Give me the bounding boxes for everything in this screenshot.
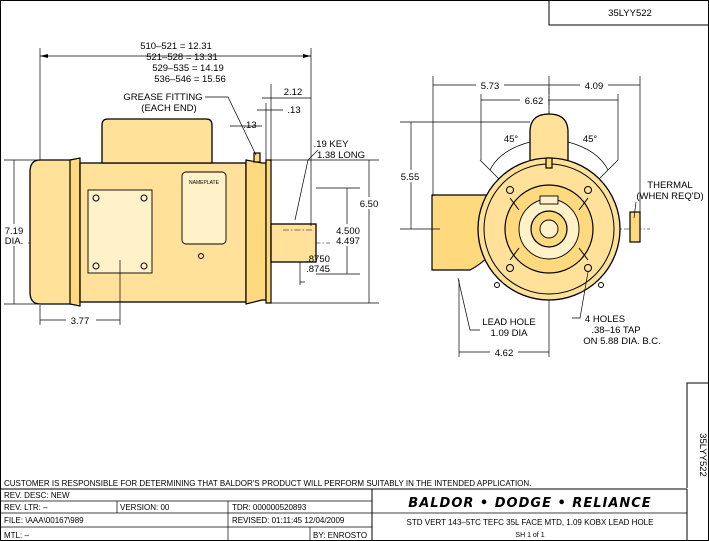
shaft-dia-1: 4.500 <box>336 226 360 237</box>
drawing-number-side-box: 35LYY522 <box>686 382 709 488</box>
drawing-number-side: 35LYY522 <box>697 433 708 477</box>
key-slot <box>539 195 559 205</box>
fan-cover-ring <box>69 157 81 307</box>
plate-screw <box>140 262 148 270</box>
dim-13-left: .13 <box>243 120 256 131</box>
dim-5-55: 5.55 <box>401 172 420 183</box>
lead-hole-label-2: 1.09 DIA <box>491 328 529 339</box>
length-table-3: 529–535 = 14.19 <box>152 63 224 74</box>
dim-2-12: 2.12 <box>284 87 303 98</box>
drawing-number-top: 35LYY522 <box>608 8 652 19</box>
holes-label-2: .38–16 TAP <box>591 325 640 336</box>
rev-ltr: REV. LTR: – <box>4 503 48 512</box>
tap-hole <box>506 264 514 272</box>
revised-date: REVISED: 01:11:45 12/04/2009 <box>232 516 345 525</box>
drawn-by: BY: ENROSTO <box>313 531 367 540</box>
holes-label-1: 4 HOLES <box>585 314 625 325</box>
grease-fitting-label-1: GREASE FITTING <box>123 92 202 103</box>
dim-6-50: 6.50 <box>360 199 379 210</box>
brand-logo: BALDOR • DODGE • RELIANCE <box>408 496 651 511</box>
shaft <box>270 223 317 263</box>
version: VERSION: 00 <box>120 503 170 512</box>
file-path: FILE: \AAA\00167\989 <box>4 516 84 525</box>
grease-leader <box>205 96 257 156</box>
face-bracket <box>245 159 267 305</box>
bracket-ribs <box>509 197 589 261</box>
shaft-fit-2: .8745 <box>306 264 330 275</box>
length-table-4: 536–546 = 15.56 <box>154 74 226 85</box>
dim-4-62: 4.62 <box>495 348 514 359</box>
thermal-label-1: THERMAL <box>647 180 692 191</box>
dim-6-62: 6.62 <box>525 96 544 107</box>
plate-screw <box>92 194 100 202</box>
customer-notice: CUSTOMER IS RESPONSIBLE FOR DETERMINING … <box>4 479 531 488</box>
angle-right: 45° <box>583 134 598 145</box>
angle-left: 45° <box>504 134 519 145</box>
bolt <box>494 282 500 288</box>
tap-hole <box>506 186 514 194</box>
bolt <box>598 282 604 288</box>
side-view: NAMEPLATE 510–521 = 12.31 521–528 = 13.3… <box>2 41 379 327</box>
thermal-label-2: (WHEN REQ'D) <box>636 191 703 202</box>
body-dia-1: 7.19 <box>5 226 24 237</box>
body-dia-2: DIA. <box>5 236 23 247</box>
sheet-number: SH 1 of 1 <box>515 532 544 539</box>
tap-hole <box>584 186 592 194</box>
tdr: TDR: 000000520893 <box>232 503 307 512</box>
key-label-2: 1.38 LONG <box>317 150 365 161</box>
key-leader <box>294 149 319 221</box>
nameplate <box>181 171 227 245</box>
grease-fitting-label-2: (EACH END) <box>141 103 196 114</box>
drawing-number-box: 35LYY522 <box>548 0 709 26</box>
nameplate-label: NAMEPLATE <box>189 180 220 186</box>
length-dimension <box>39 48 312 226</box>
fan-cover <box>29 159 76 305</box>
rev-desc: REV. DESC: NEW <box>4 491 70 500</box>
end-grease-fitting <box>545 157 553 169</box>
title-block: CUSTOMER IS RESPONSIBLE FOR DETERMINING … <box>0 479 688 541</box>
plate-screw <box>92 262 100 270</box>
holes-label-3: ON 5.88 DIA. B.C. <box>583 336 661 347</box>
end-conduit-box <box>529 113 569 173</box>
key-label-1: .19 KEY <box>314 139 350 150</box>
dim-4-09: 4.09 <box>585 81 604 92</box>
tap-hole <box>584 264 592 272</box>
end-view: 45° 45° 5.73 4.09 6.62 5.55 THERMAL (WHE… <box>398 76 704 359</box>
shaft-dia-2: 4.497 <box>336 236 360 247</box>
conduit-box <box>101 118 213 164</box>
shaft-fit-1: .8750 <box>306 254 330 265</box>
lead-hole-label-1: LEAD HOLE <box>482 317 535 328</box>
dim-13-top: .13 <box>287 105 300 116</box>
dim-3-77: 3.77 <box>71 316 90 327</box>
shaft-end <box>539 219 559 239</box>
terminal-plate <box>87 189 153 274</box>
plate-screw <box>140 194 148 202</box>
face-flange <box>265 159 272 304</box>
length-table-1: 510–521 = 12.31 <box>140 41 212 52</box>
material: MTL: – <box>4 531 29 540</box>
drawing-description: STD VERT 143–5TC TEFC 35L FACE MTD, 1.09… <box>407 518 654 527</box>
body-bolt <box>198 253 204 259</box>
grease-fitting <box>253 152 261 163</box>
dim-5-73: 5.73 <box>481 81 500 92</box>
length-table-2: 521–528 = 13.31 <box>146 52 218 63</box>
thermal-box <box>629 211 641 243</box>
